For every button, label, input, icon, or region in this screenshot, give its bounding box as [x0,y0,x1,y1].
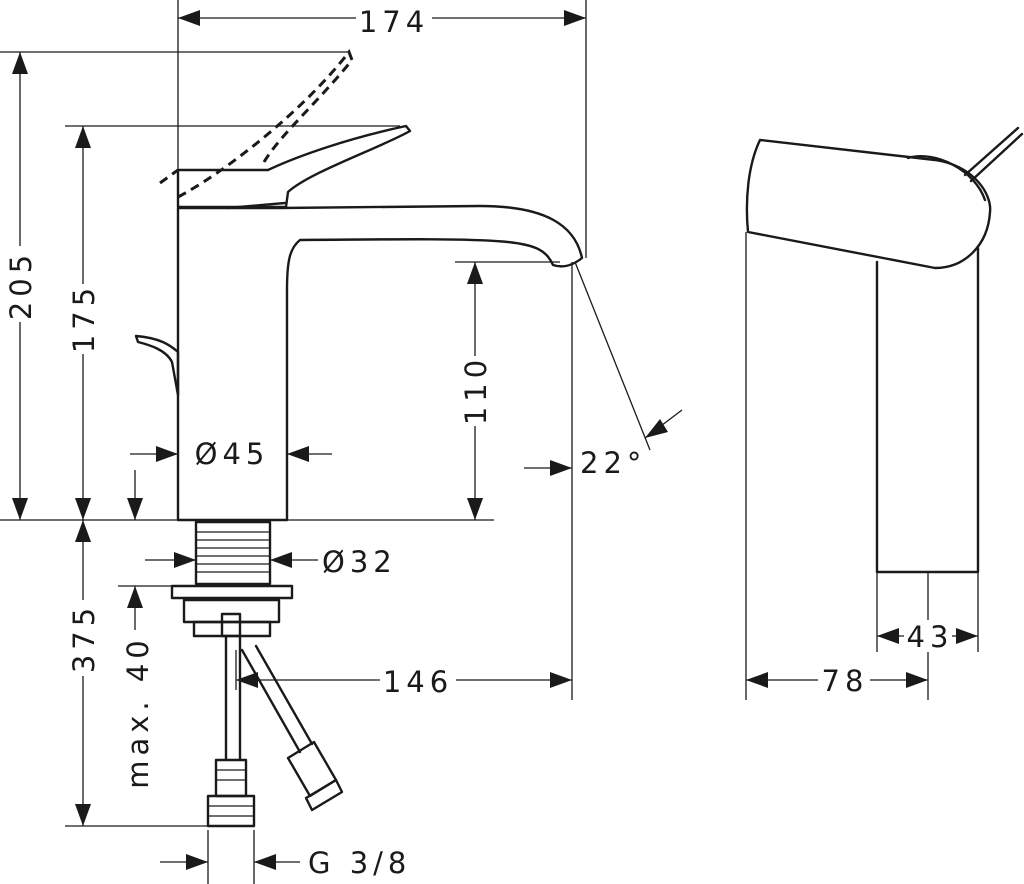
lever-base-line [226,201,287,210]
dimension-labels: 174 205 175 110 Ø45 22° Ø32 375 max. 40 … [2,2,954,880]
dim-label-shank-diameter: Ø32 [322,545,397,579]
dim-label-spout-height: 110 [459,355,493,425]
faucet-body-outline [176,204,584,522]
front-view [134,48,584,828]
dim-label-installation-depth: 375 [67,603,101,673]
side-cartridge [906,155,987,202]
dimension-lines [12,10,978,870]
lever-open-dashed [159,48,354,199]
shank-thread [194,520,272,586]
dim-label-side-base-width: 43 [907,620,954,654]
supply-hoses [206,634,344,828]
side-body [875,246,980,574]
popup-rod [134,334,180,397]
side-lever-handle [963,126,1020,177]
dim-label-side-depth: 78 [822,664,869,698]
dim-label-max-height: 205 [4,250,38,320]
lever-closed [176,124,412,209]
side-view [745,126,1024,574]
dim-label-height: 175 [67,283,101,353]
dim-label-spout-angle: 22° [580,446,646,480]
dim-label-max-counter-thickness: max. 40 [121,635,155,789]
dim-label-body-diameter: Ø45 [195,437,270,471]
dim-label-spout-projection: 146 [383,665,453,699]
dim-label-connection-thread: G 3/8 [308,846,411,880]
extension-lines [0,0,979,884]
mounting-nut [170,584,294,638]
side-lever [745,138,992,270]
dim-label-total-width: 174 [359,5,429,39]
